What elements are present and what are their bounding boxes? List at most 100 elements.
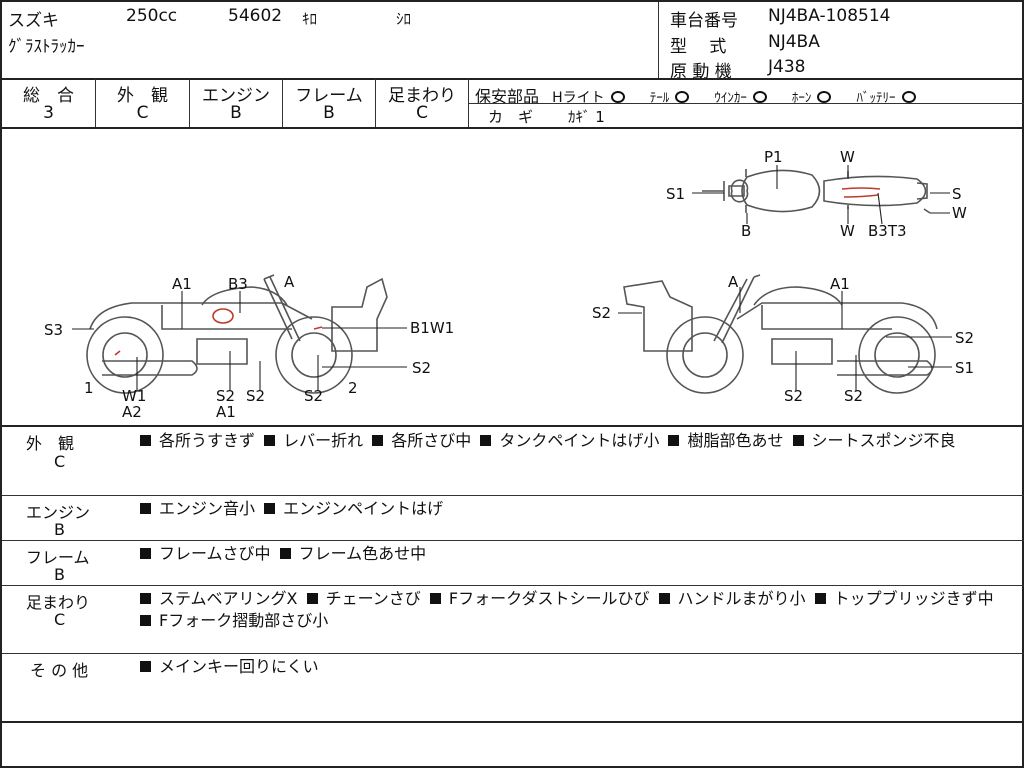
comment-divider [2,585,1024,586]
engine-label: 原 動 機 [670,62,732,82]
grade-label-total: 総 合 [23,86,74,106]
bullet-square-icon [429,593,441,604]
bullet-square-icon [372,435,384,446]
model-name: ｸﾞﾗｽﾄﾗｯｶｰ [8,37,85,57]
top-view-bike [702,169,931,214]
safety-label: 保安部品 [475,87,540,106]
comment-body-engine: エンジン音小 エンジンペイントはげ [136,498,1016,520]
mileage-unit: ｷﾛ [302,10,318,28]
diag-label: A1 [172,275,192,293]
comment-body-frame: フレームさび中 フレーム色あせ中 [136,543,1016,565]
comment-title-other: そ の 他 [30,661,89,680]
type-label: 型 式 [670,37,727,57]
bullet-square-icon [668,435,680,446]
bullet-square-icon [140,435,151,446]
diag-label: S [952,185,962,203]
bullet-square-icon [306,593,318,604]
safety-parts: 保安部品 Hライト ﾃｰﾙ ｳｲﾝｶｰ ﾎｰﾝ ﾊﾞｯﾃﾘｰ [475,83,916,107]
ok-circle-icon [901,91,916,103]
ok-circle-icon [610,91,625,103]
diag-label: B1W1 [410,319,454,337]
comment-grade-engine: B [54,520,65,539]
grade-value-engine: B [230,103,242,123]
comment-title-engine: エンジン [26,503,91,522]
key-label: カ ギ [488,108,534,126]
bullet-square-icon [480,435,492,446]
type-value: NJ4BA [768,32,820,52]
diag-label: S3 [44,321,63,339]
safety-item-winker: ｳｲﾝｶｰ [714,87,767,106]
key-value: ｶｷﾞ 1 [568,108,605,126]
diag-label: S2 [955,329,974,347]
comment-title-suspension: 足まわり [26,593,91,612]
diag-label: S2 [784,387,803,405]
diag-label: P1 [764,148,783,166]
diag-label: A [728,273,739,291]
ok-circle-icon [752,91,767,103]
grade-divider [468,79,469,127]
leader-lines [72,165,952,391]
diag-label: B [741,222,751,240]
ok-circle-icon [817,91,832,103]
diag-label: 1 [84,379,94,397]
grade-label-suspension: 足まわり [388,86,456,106]
bullet-square-icon [140,503,151,514]
bullet-square-icon [140,661,151,672]
diag-label: S1 [955,359,974,377]
comment-body-exterior: 各所うすきず レバー折れ 各所さび中 タンクペイントはげ小 樹脂部色あせ シート… [136,430,1016,452]
diag-label: A1 [830,275,850,293]
grades-top-border [2,78,1024,80]
bullet-square-icon [140,593,151,604]
bullet-square-icon [140,615,151,626]
engine-value: J438 [768,57,806,77]
bullet-square-icon [264,435,276,446]
diag-label: W [952,204,967,222]
comment-grade-frame: B [54,565,65,584]
grade-value-suspension: C [416,103,428,123]
grades-bottom-border [2,127,1024,129]
ok-circle-icon [675,91,690,103]
safety-item-headlight: Hライト [552,87,625,106]
mileage: 54602 [228,6,283,26]
grade-divider [95,79,96,127]
diag-label: S2 [304,387,323,405]
diag-label: B3 [228,275,248,293]
bike-damage-diagram: P1 W S1 S W B W B3T3 A1 B3 A S3 B1W1 1 W… [44,148,974,421]
displacement: 250cc [126,6,178,26]
diag-label: S2 [412,359,431,377]
comment-grade-exterior: C [54,452,66,471]
comments-bottom-border [2,721,1024,723]
comment-body-other: メインキー回りにくい [136,656,1016,678]
diag-label: S2 [246,387,265,405]
color: ｼﾛ [396,10,412,28]
diag-label: W [840,222,855,240]
bullet-square-icon [658,593,670,604]
safety-divider [469,103,1024,104]
comment-body-suspension: ステムベアリングX チェーンさび Fフォークダストシールひび ハンドルまがり小 … [136,588,1016,632]
diag-label: 2 [348,379,358,397]
comment-title-frame: フレーム [26,548,90,567]
diag-label: A [284,273,295,291]
bullet-square-icon [792,435,804,446]
grade-divider [189,79,190,127]
right-side-bike [623,274,938,394]
frame-no-label: 車台番号 [670,11,738,31]
grade-value-exterior: C [136,103,149,123]
diag-label: B3T3 [868,222,907,240]
comment-divider [2,653,1024,654]
frame-no: NJ4BA-108514 [768,6,891,26]
bullet-square-icon [140,548,151,559]
grade-value-frame: B [323,103,335,123]
grade-label-engine: エンジン [202,86,270,106]
diag-label: S2 [216,387,235,405]
bullet-square-icon [814,593,826,604]
diag-label: S2 [592,304,611,322]
diag-label: S1 [666,185,685,203]
diag-label: S2 [844,387,863,405]
maker: スズキ [8,11,59,31]
bullet-square-icon [264,503,276,514]
left-side-bike [86,274,388,394]
grade-divider [375,79,376,127]
damage-labels: P1 W S1 S W B W B3T3 A1 B3 A S3 B1W1 1 W… [44,148,974,421]
